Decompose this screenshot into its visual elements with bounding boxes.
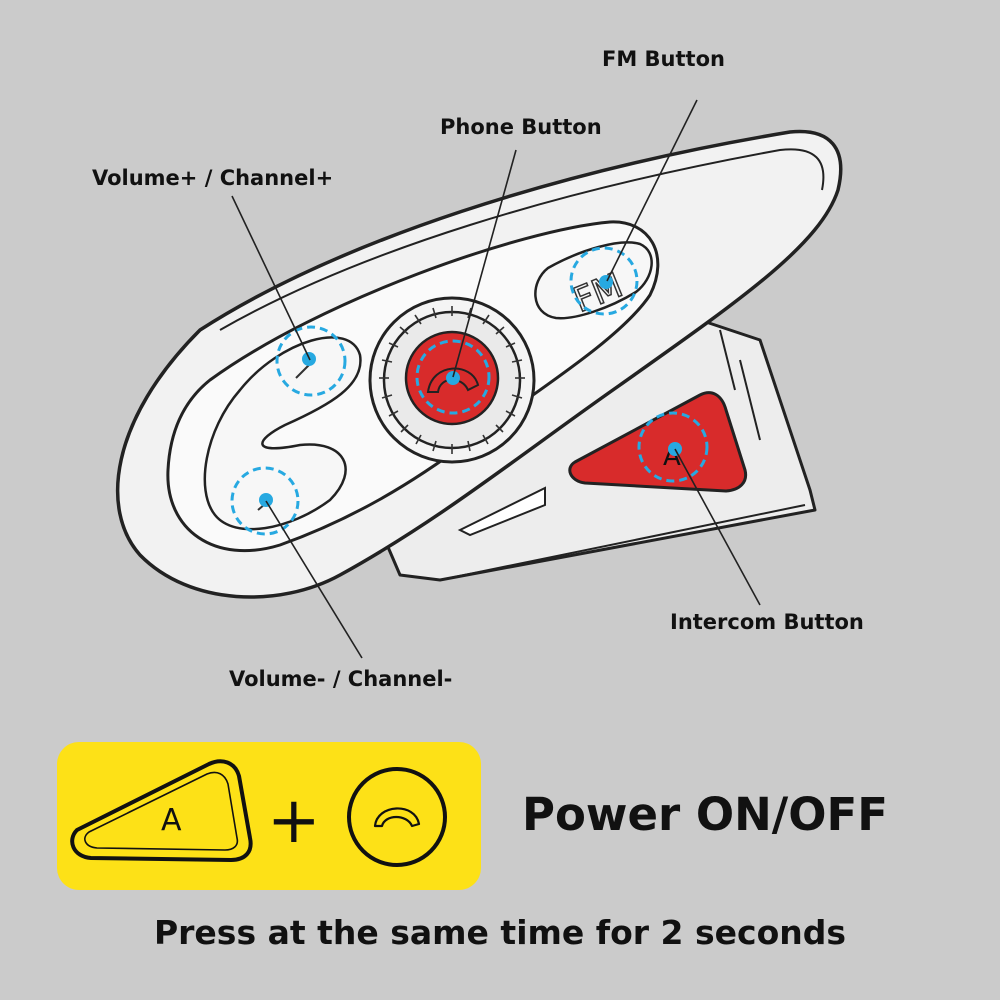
volume-up-label: Volume+ / Channel+ [92,166,334,190]
fm-key [534,241,653,320]
fm-highlight [569,246,639,316]
leader-fm [606,99,698,282]
phone-highlight [415,339,491,415]
volume-down-label: Volume- / Channel- [229,667,453,691]
intercom-highlight [637,411,709,483]
phone-handset-icon [373,807,421,828]
volume-up-highlight [275,325,347,397]
fm-button-label: FM Button [602,47,725,71]
phone-handset-icon [426,367,480,393]
volume-down-highlight [230,466,300,536]
knob-knurl [379,306,525,454]
phone-button-label: Phone Button [440,115,602,139]
leader-volume-down [265,500,363,659]
power-on-off-label: Power ON/OFF [522,788,888,841]
leader-intercom [674,448,761,606]
plus-sign: + [267,784,321,858]
leader-phone [452,149,517,378]
intercom-button-label: Intercom Button [670,610,864,634]
intercom-key-icon [70,759,253,862]
leader-volume-up [231,195,311,361]
combo-intercom-key-text: A [161,803,182,838]
instruction-text: Press at the same time for 2 seconds [153,913,847,952]
button-combo-panel: A + [57,742,481,890]
